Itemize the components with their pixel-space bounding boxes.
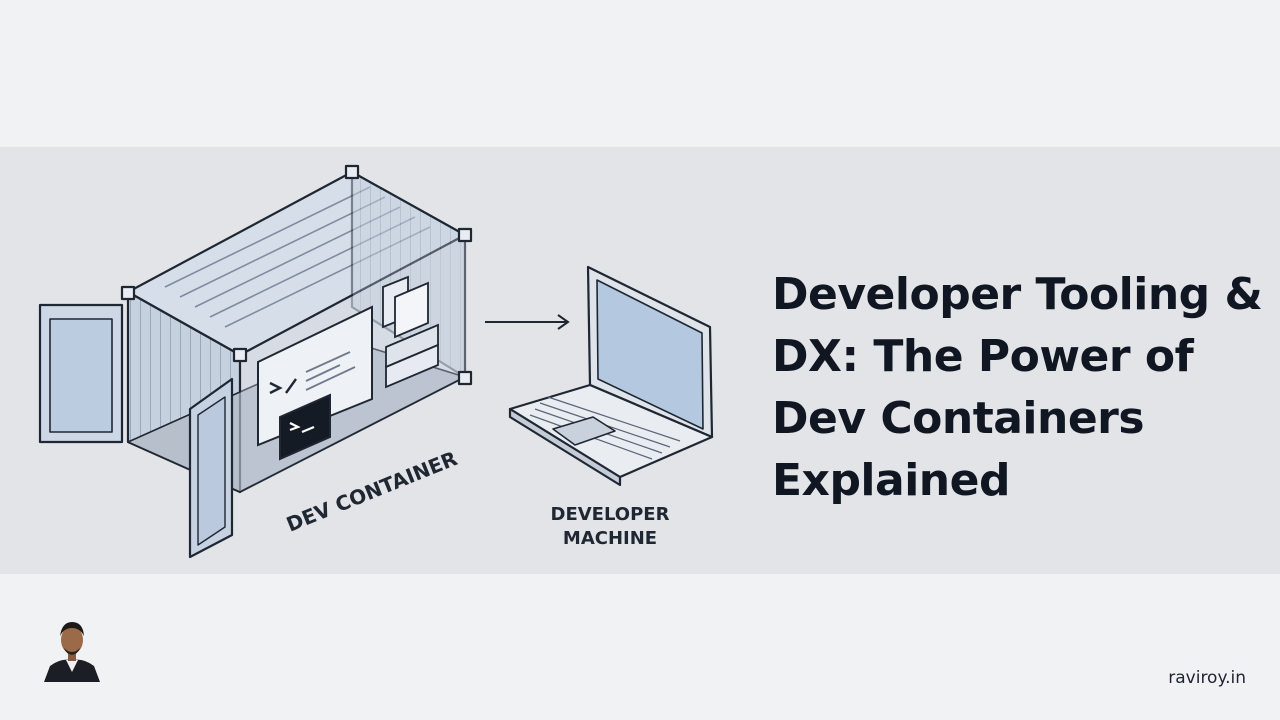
code-window: [257, 305, 373, 447]
machine-label-line2: MACHINE: [563, 528, 657, 549]
server-stack: [382, 275, 439, 389]
dev-container-illustration: DEV CONTAINER DEVELOPER MACHINE: [38, 164, 714, 559]
laptop-illustration: [508, 265, 714, 487]
site-url[interactable]: raviroy.in: [1168, 668, 1246, 688]
container-label: DEV CONTAINER: [283, 446, 461, 536]
author-avatar: [40, 614, 104, 682]
arrow-icon: [485, 314, 570, 330]
terminal-window: [279, 393, 331, 461]
article-title: Developer Tooling & DX: The Power of Dev…: [772, 269, 1263, 506]
machine-label-line1: DEVELOPER: [551, 504, 670, 525]
